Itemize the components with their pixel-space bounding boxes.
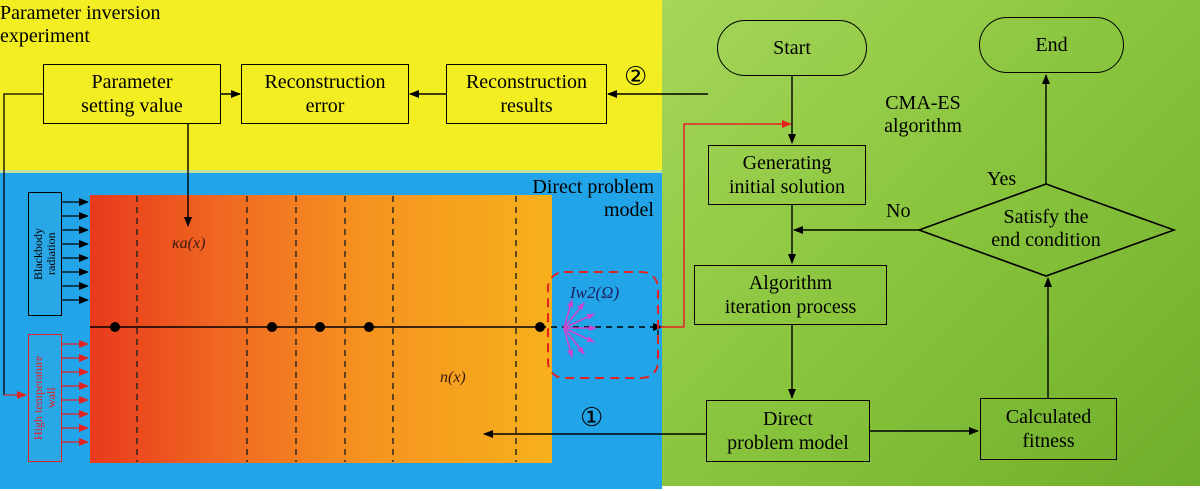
marker-1: ① [580, 403, 604, 433]
end-terminal: End [979, 17, 1124, 73]
direct-model-title: Direct problem model [532, 176, 654, 221]
marker-2: ② [624, 62, 648, 92]
experiment-title: Parameter inversion experiment [0, 2, 161, 47]
start-terminal: Start [717, 20, 867, 76]
iteration-box: Algorithm iteration process [694, 265, 887, 325]
reconstruction-error-box: Reconstruction error [241, 64, 409, 124]
kappa-label: κa(x) [172, 235, 206, 252]
generate-initial-box: Generating initial solution [708, 145, 866, 205]
intensity-label: Iw2(Ω) [570, 283, 620, 302]
reconstruction-results-box: Reconstruction results [446, 64, 607, 124]
decision-text: Satisfy the end condition [991, 206, 1101, 251]
direct-model-box: Direct problem model [706, 400, 870, 462]
refractive-index-label: n(x) [440, 369, 466, 386]
algorithm-label: CMA-ES algorithm [884, 92, 962, 137]
yellow-panel [0, 0, 662, 170]
no-label: No [886, 200, 911, 222]
parameter-setting-box: Parameter setting value [43, 64, 221, 124]
fitness-box: Calculated fitness [980, 398, 1117, 460]
